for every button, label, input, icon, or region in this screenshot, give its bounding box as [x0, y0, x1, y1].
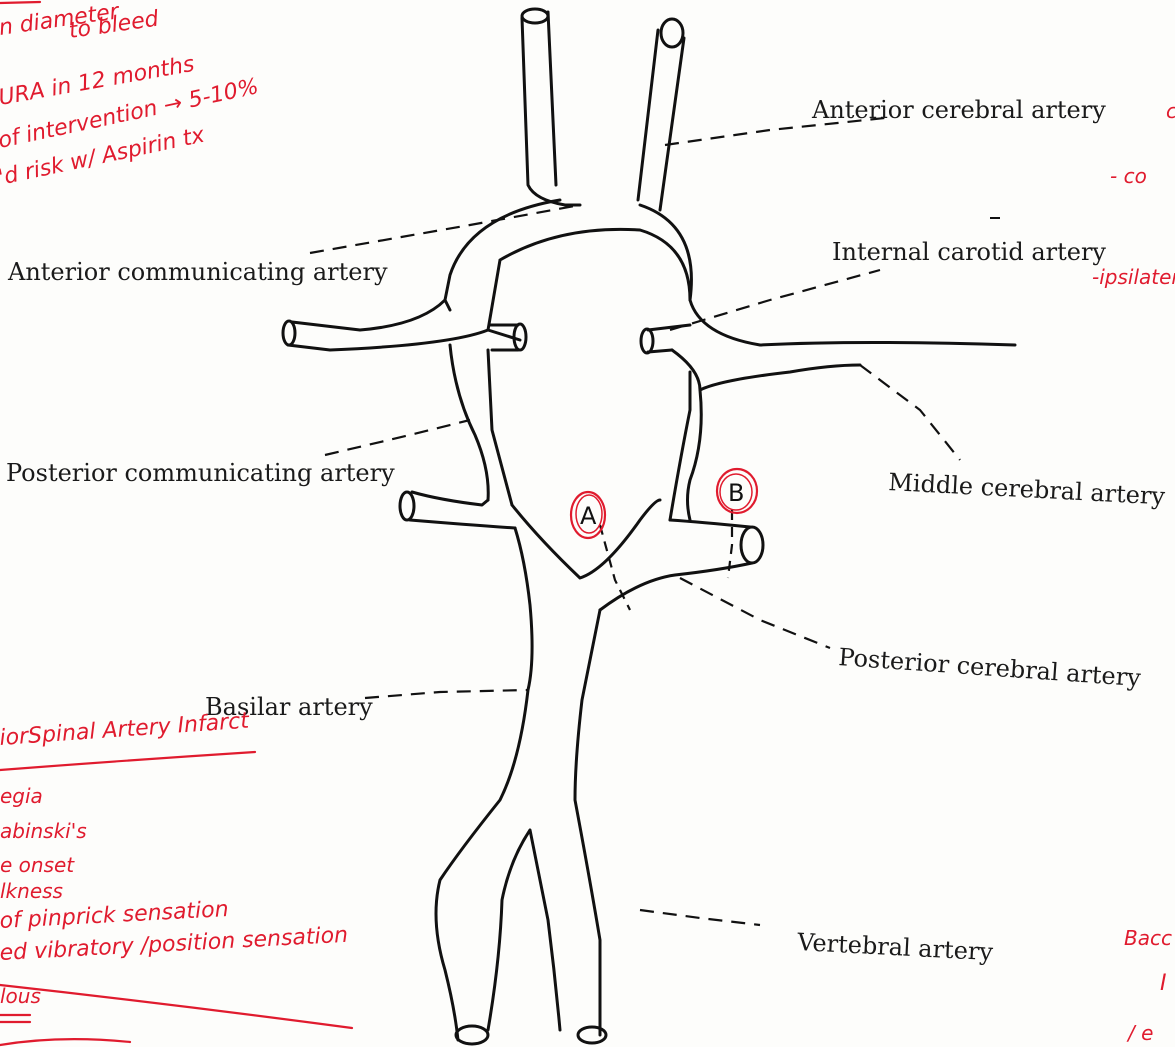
left-upper-branch [288, 300, 520, 350]
aca-left-vessel [522, 12, 580, 205]
marker-b: B [717, 469, 757, 513]
note-r-5: I [1160, 971, 1167, 996]
vertebral-leader [640, 910, 760, 925]
marker-a-letter: A [580, 502, 597, 530]
aca-left-opening [522, 9, 548, 23]
label-internal-carotid-artery: Internal carotid artery [832, 238, 1106, 266]
aca-right-opening [661, 19, 683, 47]
pca-right-end [741, 527, 763, 563]
note-r-4: Bacc [1124, 926, 1172, 950]
left-inner-stub-end [514, 324, 526, 350]
label-anterior-communicating-artery: Anterior communicating artery [7, 258, 388, 286]
pcom-right-vessel [670, 372, 701, 520]
note-bl-3: e onset [0, 853, 75, 877]
label-vertebral-artery: Vertebral artery [796, 928, 994, 966]
marker-a: A [571, 492, 605, 538]
note-r-6: / e [1126, 1021, 1153, 1045]
pcom-leader [325, 420, 470, 455]
note-bl-1: egia [0, 784, 43, 808]
acom-leader [310, 205, 580, 253]
basilar-leader [365, 690, 528, 698]
left-upper-branch-end [283, 321, 295, 345]
mca-leader [860, 365, 960, 460]
note-r-3: -ipsilatera [1092, 265, 1175, 289]
note-bl-7: lous [0, 984, 41, 1008]
note-r-1: c [1166, 99, 1175, 123]
pcom-left-vessel [450, 345, 512, 505]
vertebral-inner-split [488, 830, 560, 1030]
right-inner-stub-end [641, 329, 653, 353]
note-infarct-title: iorSpinal Artery Infarct [0, 709, 251, 751]
vertebral-left-end [456, 1026, 488, 1044]
label-posterior-communicating-artery: Posterior communicating artery [6, 459, 395, 487]
aca-right-vessel [638, 30, 684, 210]
notes-bottom-left: iorSpinal Artery Infarct egia abinski's … [0, 709, 352, 1045]
acom-vessel [445, 200, 691, 330]
pca-left-end [400, 492, 414, 520]
basilar-trunk [436, 528, 600, 1040]
note-title-underline [0, 752, 255, 770]
note-top-rule [0, 2, 40, 3]
note-r-2: - co [1110, 164, 1147, 188]
notes-top-left: n diameter to bleed URA in 12 months of … [0, 0, 261, 191]
note-bottom-scribble [0, 1039, 130, 1045]
note-bl-underline [0, 985, 352, 1028]
artery-outlines [283, 9, 1015, 1044]
note-bl-2: abinski's [0, 819, 87, 843]
pca-leader [680, 578, 830, 648]
vertebral-right-end [578, 1027, 606, 1043]
note-bl-4: lkness [0, 879, 63, 903]
marker-b-letter: B [728, 479, 744, 507]
label-middle-cerebral-artery: Middle cerebral artery [888, 468, 1166, 510]
label-posterior-cerebral-artery: Posterior cerebral artery [838, 643, 1143, 692]
pca-left-vessel [410, 492, 515, 528]
artery-labels: Anterior cerebral artery Anterior commun… [6, 96, 1166, 966]
ica-leader [670, 270, 880, 330]
label-anterior-cerebral-artery: Anterior cerebral artery [811, 96, 1106, 124]
